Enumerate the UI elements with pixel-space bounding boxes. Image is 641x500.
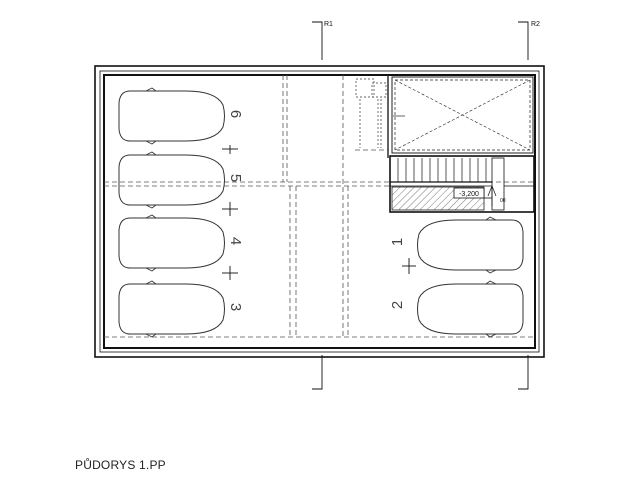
drawing-caption: PŮDORYS 1.PP [75,458,166,472]
svg-text:R2: R2 [531,21,540,28]
parking-numbers: 6 5 4 3 1 2 [227,110,406,311]
parking-separators [222,145,416,280]
outer-walls [94,65,545,358]
level-marker: -3,200 00 [453,187,506,204]
parking-number-4: 4 [227,237,244,245]
parking-number-1: 1 [389,238,406,246]
shaft-room [387,75,534,158]
car-outline [118,280,225,338]
equipment-box [355,78,387,148]
car-outline [118,214,225,272]
staircase [389,155,535,213]
section-mark-r2: R2 [518,21,540,390]
section-mark-r1: R1 [312,21,333,390]
parking-number-5: 5 [227,174,244,182]
grid-lines [104,75,535,338]
car-outline [118,87,225,145]
car-outline [118,151,225,209]
svg-text:00: 00 [500,198,506,204]
parking-number-3: 3 [227,303,244,311]
parking-number-6: 6 [227,110,244,118]
car-outline [417,216,524,274]
svg-text:R1: R1 [324,21,333,28]
parking-number-2: 2 [389,301,406,309]
svg-text:-3,200: -3,200 [459,191,479,198]
car-outline [417,280,524,338]
